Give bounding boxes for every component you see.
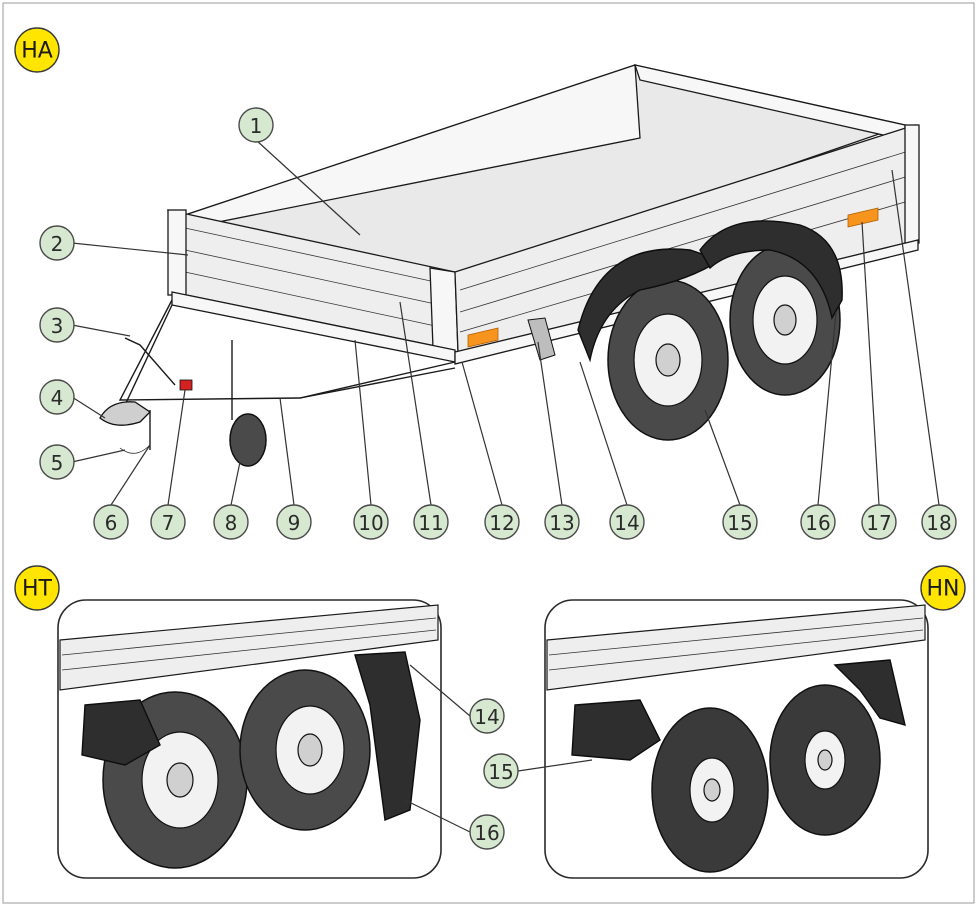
corner-post-front-left bbox=[167, 209, 187, 296]
svg-text:10: 10 bbox=[358, 511, 383, 535]
callout-12: 12 bbox=[484, 504, 520, 540]
svg-text:HT: HT bbox=[22, 577, 53, 602]
coupling-head bbox=[99, 401, 152, 426]
side-reflector-front bbox=[467, 327, 499, 348]
detail-left-frame bbox=[57, 599, 442, 879]
callout-ht-14: 14 bbox=[469, 698, 505, 734]
svg-text:11: 11 bbox=[418, 511, 443, 535]
callout-15: 15 bbox=[722, 504, 758, 540]
callout-17: 17 bbox=[861, 504, 897, 540]
svg-text:4: 4 bbox=[51, 386, 64, 410]
badge-ha: HA bbox=[14, 27, 60, 73]
callout-6: 6 bbox=[93, 504, 129, 540]
callout-16: 16 bbox=[800, 504, 836, 540]
main-fender-front bbox=[577, 248, 722, 363]
callout-4: 4 bbox=[39, 379, 75, 415]
jockey-wheel bbox=[229, 413, 267, 467]
svg-text:16: 16 bbox=[474, 821, 499, 845]
detail-left-view bbox=[57, 599, 442, 879]
corner-post-rear bbox=[904, 124, 920, 244]
svg-text:18: 18 bbox=[926, 511, 951, 535]
corner-post-front-right bbox=[429, 267, 459, 353]
detail-right-fender-front bbox=[571, 699, 661, 761]
breakaway-cable bbox=[119, 444, 151, 454]
callout-11: 11 bbox=[413, 504, 449, 540]
callout-13: 13 bbox=[544, 504, 580, 540]
callout-18: 18 bbox=[921, 504, 957, 540]
detail-right-view bbox=[544, 599, 929, 879]
callout-1: 1 bbox=[238, 107, 274, 143]
leader-lines bbox=[71, 139, 940, 833]
callout-hn-15: 15 bbox=[483, 753, 519, 789]
svg-text:14: 14 bbox=[614, 511, 639, 535]
svg-text:7: 7 bbox=[162, 511, 175, 535]
svg-text:15: 15 bbox=[488, 760, 513, 784]
fender-bracket bbox=[527, 317, 556, 361]
svg-text:16: 16 bbox=[805, 511, 830, 535]
callout-9: 9 bbox=[276, 504, 312, 540]
svg-text:3: 3 bbox=[51, 314, 64, 338]
svg-text:2: 2 bbox=[51, 232, 64, 256]
svg-text:13: 13 bbox=[549, 511, 574, 535]
svg-text:17: 17 bbox=[866, 511, 891, 535]
callout-2: 2 bbox=[39, 225, 75, 261]
svg-text:8: 8 bbox=[225, 511, 238, 535]
callout-14: 14 bbox=[609, 504, 645, 540]
main-fender-rear bbox=[699, 220, 843, 320]
svg-text:HA: HA bbox=[21, 39, 53, 64]
svg-text:12: 12 bbox=[489, 511, 514, 535]
svg-text:15: 15 bbox=[727, 511, 752, 535]
svg-text:9: 9 bbox=[288, 511, 301, 535]
detail-right-frame bbox=[544, 599, 929, 879]
svg-text:14: 14 bbox=[474, 705, 499, 729]
svg-text:HN: HN bbox=[927, 577, 960, 602]
callout-10: 10 bbox=[353, 504, 389, 540]
svg-text:5: 5 bbox=[51, 451, 64, 475]
badge-hn: HN bbox=[920, 565, 966, 611]
handbrake-lever bbox=[124, 337, 176, 386]
svg-text:1: 1 bbox=[250, 114, 263, 138]
callout-8: 8 bbox=[213, 504, 249, 540]
side-reflector-rear bbox=[847, 207, 879, 228]
detail-left-fender bbox=[81, 699, 161, 766]
callout-7: 7 bbox=[150, 504, 186, 540]
callout-5: 5 bbox=[39, 444, 75, 480]
callout-ht-16: 16 bbox=[469, 814, 505, 850]
svg-text:6: 6 bbox=[105, 511, 118, 535]
brake-part bbox=[179, 379, 193, 391]
badge-ht: HT bbox=[14, 565, 60, 611]
main-trailer-drawing bbox=[99, 64, 920, 467]
detail-right-fender-rear bbox=[833, 659, 906, 726]
callout-3: 3 bbox=[39, 307, 75, 343]
drawbar-frame bbox=[118, 299, 456, 401]
detail-left-mudflap bbox=[354, 651, 421, 821]
